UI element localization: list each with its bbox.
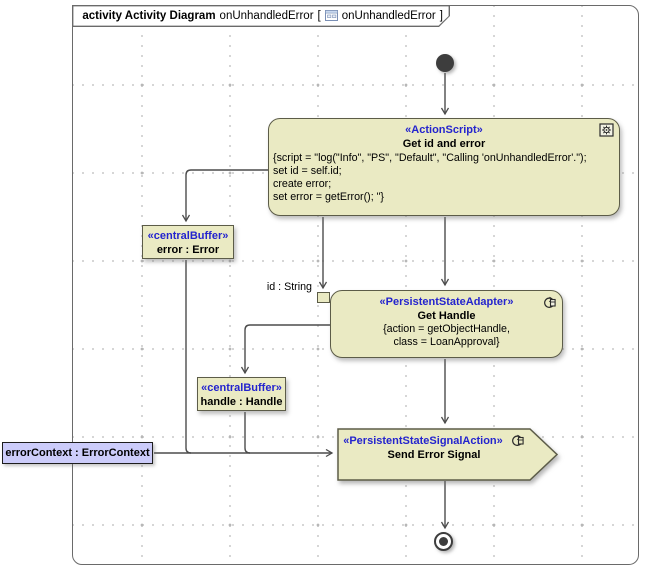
call-behavior-icon	[511, 434, 524, 446]
script-line: set id = self.id;	[273, 165, 342, 177]
activity-final-node[interactable]	[434, 532, 453, 551]
bracket-open: [	[317, 9, 321, 22]
initial-node[interactable]	[436, 54, 454, 72]
action-name: Send Error Signal	[387, 449, 481, 461]
central-buffer-error[interactable]: «centralBuffer» error : Error	[142, 225, 234, 259]
diagram-ref-name: onUnhandledError	[341, 9, 436, 22]
input-pin-label: id : String	[266, 281, 312, 293]
script-line: set error = getError(); "}	[273, 191, 384, 203]
stereotype-label: «PersistentStateSignalAction»	[343, 434, 503, 447]
buffer-name: handle : Handle	[200, 396, 283, 408]
stereotype-label: «PersistentStateAdapter»	[379, 296, 514, 308]
central-buffer-handle[interactable]: «centralBuffer» handle : Handle	[197, 377, 286, 411]
diagram-frame: activity Activity Diagram onUnhandledErr…	[72, 5, 639, 565]
stereotype-label: «ActionScript»	[405, 124, 483, 136]
call-behavior-icon	[540, 295, 557, 315]
buffer-name: error : Error	[156, 244, 220, 256]
diagram-icon	[324, 10, 338, 22]
script-line: create error;	[273, 178, 332, 190]
action-name: Get id and error	[402, 138, 486, 150]
send-signal-shape	[337, 428, 559, 481]
diagram-kind-label: activity Activity Diagram	[82, 9, 216, 22]
action-name: Get Handle	[417, 310, 476, 322]
bracket-close: ]	[439, 9, 443, 22]
stereotype-label: «centralBuffer»	[147, 230, 229, 242]
stereotype-label: «centralBuffer»	[201, 382, 282, 394]
action-property-line: {action = getObjectHandle,	[383, 323, 510, 335]
action-get-handle[interactable]: «PersistentStateAdapter» Get Handle {act…	[330, 290, 563, 358]
final-node-dot	[439, 537, 448, 546]
object-node-label: errorContext : ErrorContext	[5, 447, 150, 459]
diagram-name: onUnhandledError	[219, 9, 314, 22]
script-line: {script = "log("Info", "PS", "Default", …	[273, 152, 587, 164]
object-node-error-context[interactable]: errorContext : ErrorContext	[2, 442, 153, 464]
action-get-id-and-error[interactable]: «ActionScript» Get id and error {script …	[268, 118, 620, 216]
script-gear-icon	[599, 123, 614, 142]
input-pin-id[interactable]	[317, 292, 330, 303]
diagram-title-tab[interactable]: activity Activity Diagram onUnhandledErr…	[72, 5, 450, 27]
action-property-line: class = LoanApproval}	[393, 336, 500, 348]
action-send-error-signal[interactable]: «PersistentStateSignalAction» Send Error…	[337, 428, 559, 481]
